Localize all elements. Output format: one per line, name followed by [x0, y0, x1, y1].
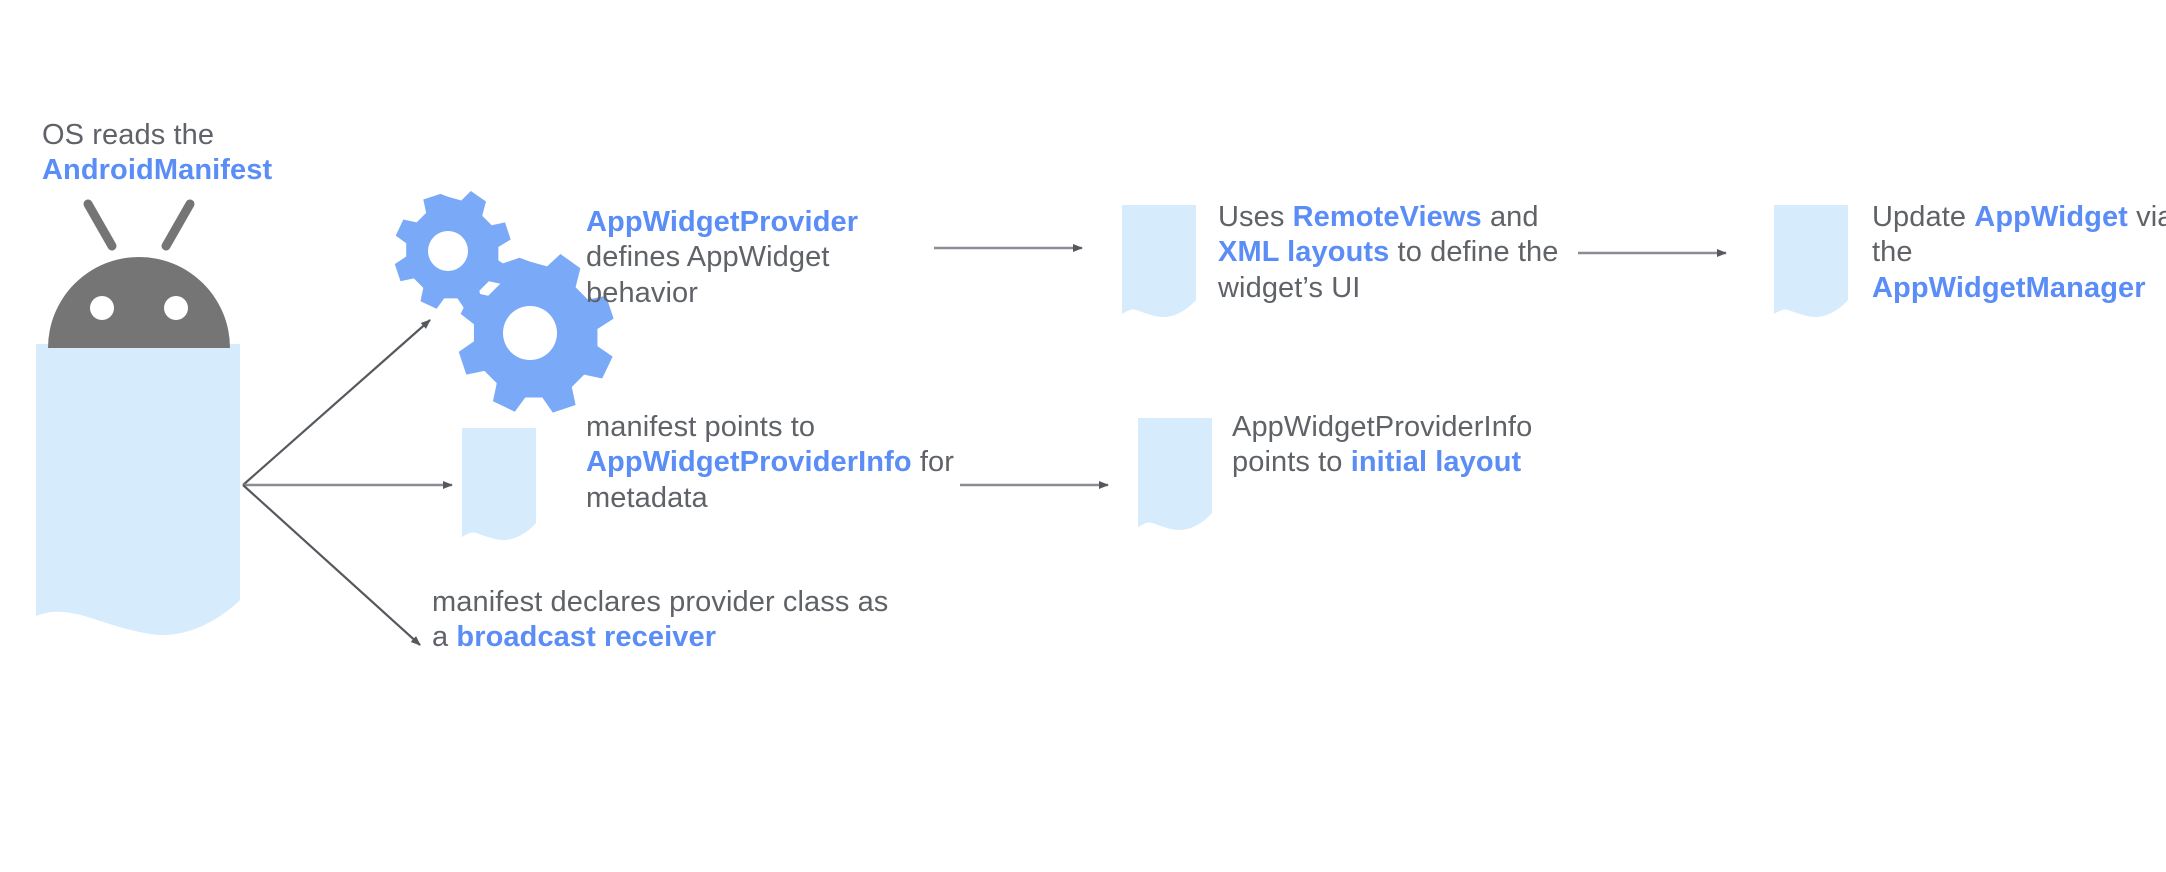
app-widget-provider-rest: defines AppWidget behavior: [586, 241, 838, 309]
android-manifest-document: [36, 344, 240, 636]
gears-icon: [394, 191, 614, 413]
update-appwidget-card: [1774, 205, 1848, 318]
provider-info-card: [462, 428, 536, 541]
android-robot-icon: [48, 199, 230, 348]
provider-info-for: for: [911, 446, 954, 479]
remote-views-card: [1122, 205, 1196, 318]
xml-layouts-strong: XML layouts: [1218, 236, 1390, 269]
remote-views-strong: RemoteViews: [1292, 201, 1482, 233]
provider-info-plain: AppWidgetProviderInfo: [1232, 411, 1533, 443]
app-widget-provider-strong: AppWidgetProvider: [586, 206, 859, 238]
xml-layouts-rest: to define the: [1389, 236, 1559, 269]
broadcast-a: a: [432, 621, 457, 654]
broadcast-line1: manifest declares provider class as: [432, 586, 889, 618]
broadcast-receiver-strong: broadcast receiver: [456, 621, 717, 654]
remoteviews-pre: Uses: [1218, 201, 1293, 233]
initial-layout-strong: initial layout: [1350, 446, 1522, 479]
remoteviews-mid: and: [1481, 201, 1539, 233]
update-the: the: [1872, 236, 1913, 269]
update-mid: via: [2136, 201, 2166, 233]
caption-line1: OS reads the: [42, 119, 215, 151]
update-pre: Update: [1872, 201, 1975, 233]
widget-ui-text: widget’s UI: [1218, 271, 1361, 304]
provider-info-strong: AppWidgetProviderInfo: [586, 446, 912, 479]
appwidgetmanager-strong: AppWidgetManager: [1872, 271, 2146, 304]
initial-layout-card: [1138, 418, 1212, 531]
points-to-text: points to: [1232, 446, 1351, 479]
caption-line2-highlight: AndroidManifest: [42, 154, 273, 187]
metadata-text: metadata: [586, 481, 708, 514]
edge-manifest-to-broadcast: [242, 484, 421, 646]
edge-manifest-to-provider: [242, 319, 431, 486]
manifest-points-to: manifest points to: [586, 411, 816, 443]
appwidget-strong: AppWidget: [1974, 201, 2128, 233]
